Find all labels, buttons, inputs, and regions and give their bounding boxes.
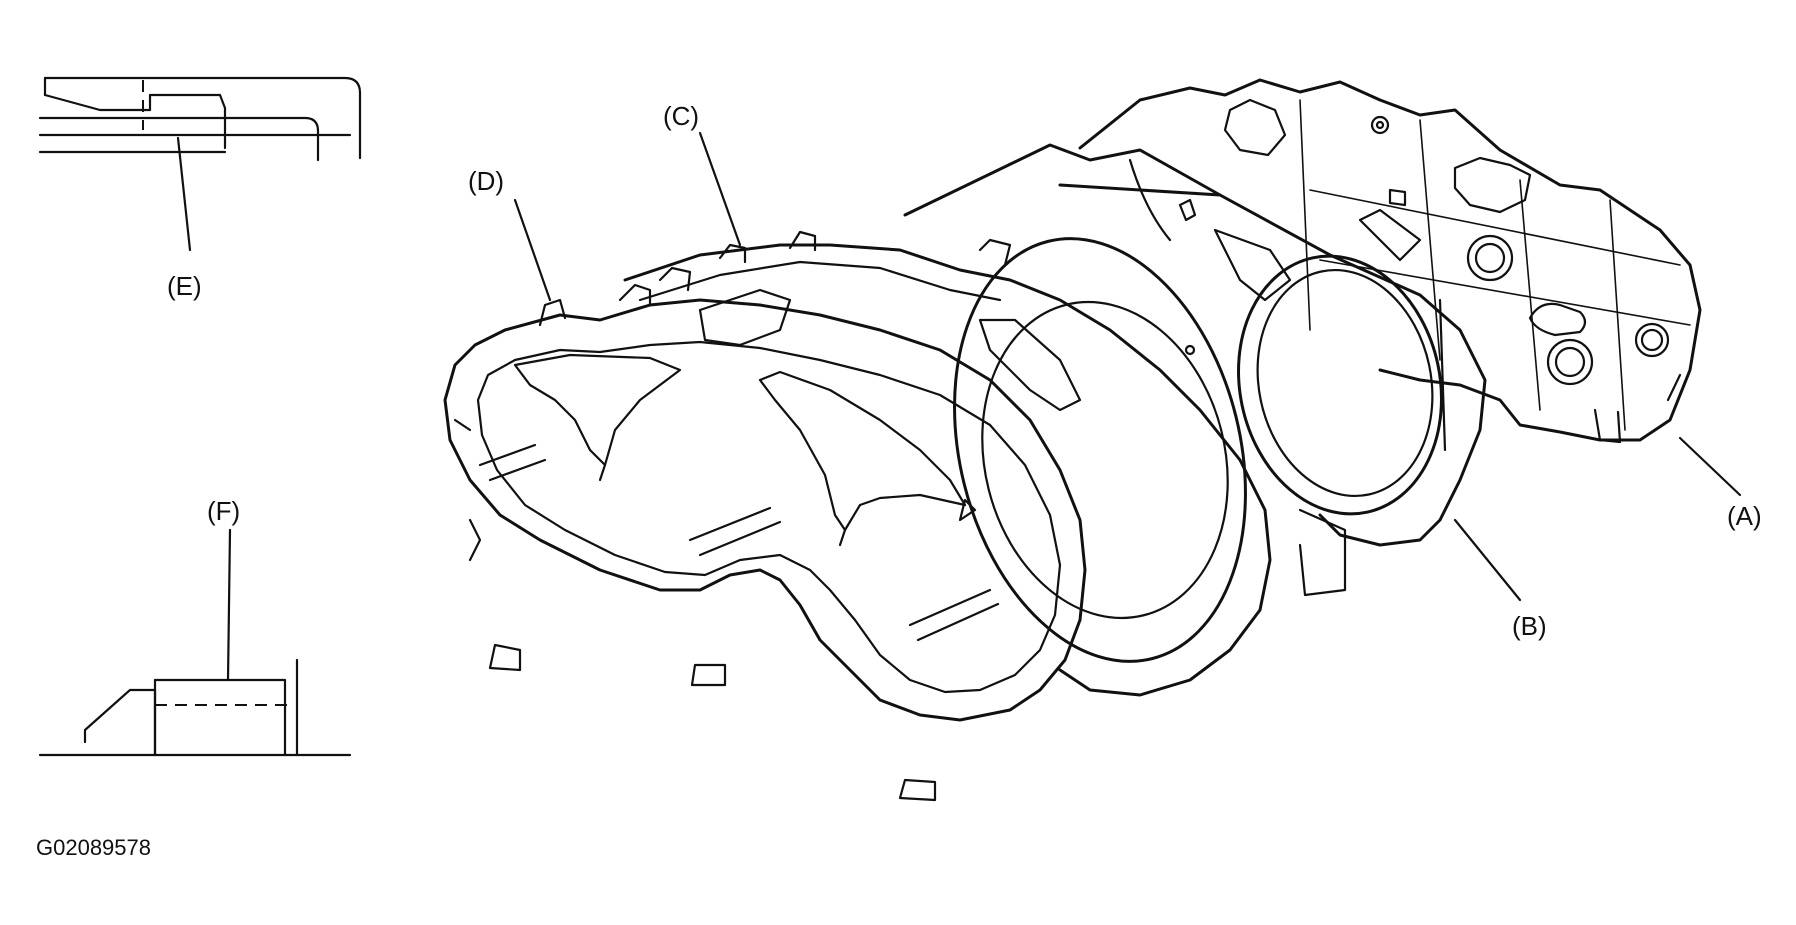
label-c: (C) [663, 101, 699, 131]
label-e: (E) [167, 271, 202, 301]
leader-a [1678, 436, 1742, 497]
detail-f [38, 528, 352, 757]
leader-d [513, 198, 552, 302]
figure-code: G02089578 [36, 835, 151, 860]
detail-e [38, 76, 362, 252]
part-d-front-bezel [443, 230, 1087, 802]
label-d: (D) [468, 166, 504, 196]
leader-b [1453, 518, 1522, 602]
part-c-inner-frame [623, 198, 1272, 697]
label-a: (A) [1727, 501, 1762, 531]
part-b-panel [903, 143, 1487, 597]
leader-c [698, 131, 742, 247]
label-f: (F) [207, 496, 240, 526]
label-b: (B) [1512, 611, 1547, 641]
leader-lines [513, 131, 1742, 602]
part-a-rear-housing [1078, 78, 1702, 444]
